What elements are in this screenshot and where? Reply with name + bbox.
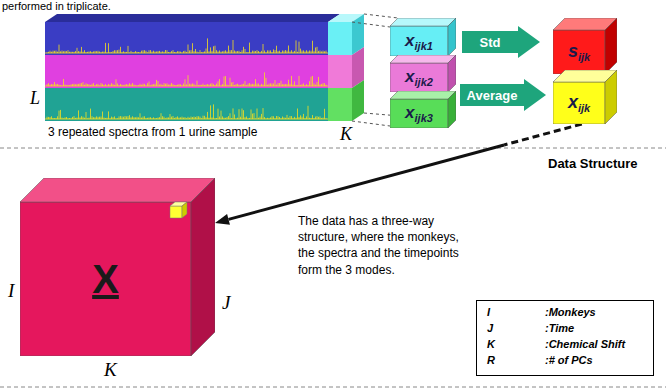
data-cube: xijk	[553, 70, 617, 124]
axis-label: K	[104, 359, 117, 381]
element-cube	[182, 202, 187, 218]
legend-text: :Time	[545, 322, 574, 334]
slab-face	[328, 22, 352, 55]
cube-side	[448, 91, 456, 128]
symbol-letter: x	[405, 67, 414, 86]
cube-front	[390, 26, 448, 56]
projection-line	[352, 22, 390, 27]
cube-side	[605, 18, 617, 74]
band-top	[45, 14, 340, 22]
cube-front	[20, 202, 191, 356]
slab-side	[352, 80, 364, 121]
separator-line	[0, 387, 666, 388]
cube-front	[553, 82, 605, 124]
cube-side	[191, 178, 215, 356]
cube-top	[20, 178, 215, 202]
cube-side	[448, 18, 456, 56]
data-cube: xijk1	[390, 18, 456, 56]
symbol-subscript: ijk2	[415, 76, 433, 88]
axis-label: I	[8, 280, 14, 302]
cube-top	[390, 91, 456, 99]
cube-text-area: xijk1	[390, 26, 448, 56]
spectrum-band	[45, 55, 328, 88]
slab-face	[328, 88, 352, 121]
symbol-subscript: ijk	[578, 51, 590, 63]
cube-text-area: xijk3	[390, 99, 448, 128]
legend-box: I :MonkeysJ :TimeK :Chemical ShiftR :# of PC…	[476, 300, 654, 376]
arrow-label: Average	[467, 88, 518, 103]
arrow-label: Std	[480, 35, 501, 50]
arrow-text: Average	[467, 88, 518, 103]
cell-symbol: xijk3	[405, 103, 433, 124]
section-heading: Data Structure	[548, 156, 638, 171]
cell-symbol: sijk	[568, 41, 590, 63]
process-arrow: Average	[460, 79, 546, 111]
symbol-letter: s	[568, 41, 578, 61]
legend-symbol: K	[487, 338, 495, 350]
symbol-letter: x	[568, 92, 578, 112]
array-name: X	[92, 257, 119, 302]
cube-text-area: xijk2	[390, 63, 448, 92]
legend-text: :# of PCs	[545, 354, 593, 366]
axis-label: J	[222, 292, 230, 314]
legend-text: :Chemical Shift	[545, 338, 625, 350]
arrow-body	[460, 79, 546, 111]
arrow-shape	[462, 26, 540, 58]
arrowhead	[215, 214, 230, 225]
spectrum-peaks	[45, 72, 328, 86]
connector-dashed	[504, 124, 582, 145]
cube-front	[390, 63, 448, 92]
legend-symbol: J	[487, 322, 493, 334]
legend-text: :Monkeys	[545, 306, 596, 318]
legend-symbol: I	[487, 306, 490, 318]
element-cube	[170, 206, 182, 218]
cell-symbol: xijk	[568, 92, 590, 114]
axis-label: L	[30, 88, 40, 109]
symbol-letter: x	[405, 103, 414, 122]
symbol-subscript: ijk	[578, 102, 590, 114]
axis-label: 3 repeated spectra from 1 urine sample	[48, 125, 257, 139]
cube-shape	[553, 70, 617, 124]
data-cube: xijk3	[390, 91, 456, 128]
separator-line	[0, 148, 666, 149]
spectrum-peaks	[45, 38, 328, 53]
projection-line	[352, 121, 390, 126]
cube-text-area: X	[20, 202, 191, 356]
projection-line	[364, 14, 398, 18]
legend-symbol: R	[487, 354, 495, 366]
spectrum-peaks	[45, 104, 328, 119]
spectrum-band	[45, 22, 328, 55]
cube-top	[390, 55, 456, 63]
arrow-body	[462, 26, 540, 58]
data-cube: xijk2	[390, 55, 456, 92]
spectrum-band	[45, 88, 328, 121]
axis-label: K	[340, 124, 352, 145]
cube-side	[605, 70, 617, 124]
arrow-text: Std	[480, 35, 501, 50]
cell-symbol: xijk2	[405, 67, 433, 88]
cube-shape	[553, 18, 617, 74]
cube-front	[553, 30, 605, 74]
connector-arrow	[215, 124, 582, 225]
cell-symbol: xijk1	[405, 31, 433, 52]
data-cube: X	[20, 178, 215, 356]
symbol-subscript: ijk3	[415, 112, 433, 124]
axis-label: performed in triplicate.	[2, 0, 111, 12]
cube-text-area: xijk	[553, 82, 605, 124]
symbol-subscript: ijk1	[415, 39, 433, 51]
cube-top	[390, 18, 456, 26]
cube-text-area: sijk	[553, 30, 605, 74]
description-text: The data has a three-way structure, wher…	[298, 213, 476, 278]
data-cube: sijk	[553, 18, 617, 74]
symbol-letter: x	[405, 31, 414, 50]
process-arrow: Std	[462, 26, 540, 58]
cube-side	[448, 55, 456, 92]
cube-front	[390, 99, 448, 128]
connector-line	[229, 145, 505, 219]
slab-face	[328, 55, 352, 88]
